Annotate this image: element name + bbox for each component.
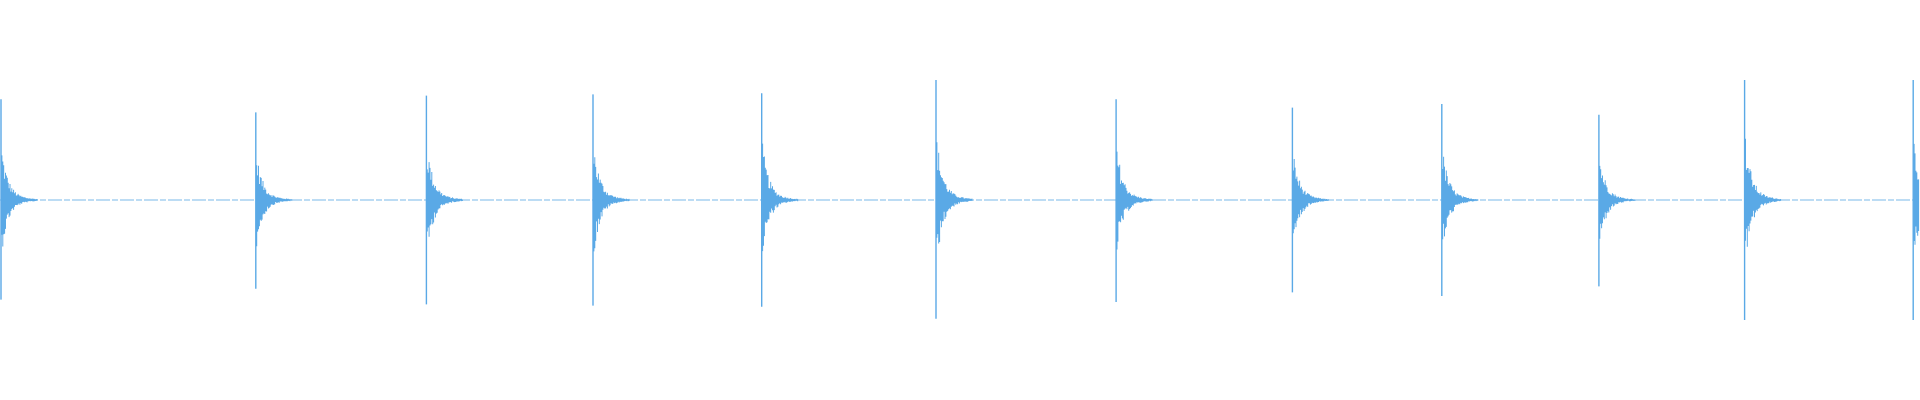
waveform-transient <box>761 93 799 307</box>
waveform-transient <box>1598 114 1636 287</box>
transient-decay <box>426 162 463 237</box>
transient-decay <box>762 143 799 252</box>
transient-decay <box>1116 151 1153 250</box>
transient-decay <box>593 157 630 252</box>
transient-decay <box>1 155 38 247</box>
transient-decay <box>256 165 293 247</box>
transient-decay <box>1442 156 1479 240</box>
transient-decay <box>1745 138 1782 247</box>
waveform-transient <box>1441 104 1479 296</box>
waveform-transients <box>0 80 1920 320</box>
waveform-transient <box>425 95 463 305</box>
transient-decay <box>936 142 973 244</box>
waveform-transient <box>255 112 293 289</box>
waveform-transient <box>1115 99 1153 302</box>
waveform-transient <box>592 94 630 306</box>
waveform-transient <box>1912 80 1920 320</box>
waveform-transient <box>935 80 973 319</box>
waveform-transient <box>1743 80 1782 320</box>
waveform-transient <box>1291 107 1329 293</box>
transient-decay <box>1599 165 1636 239</box>
transient-decay <box>1292 159 1329 234</box>
waveform-transient <box>0 99 38 300</box>
transient-decay <box>1913 143 1920 245</box>
